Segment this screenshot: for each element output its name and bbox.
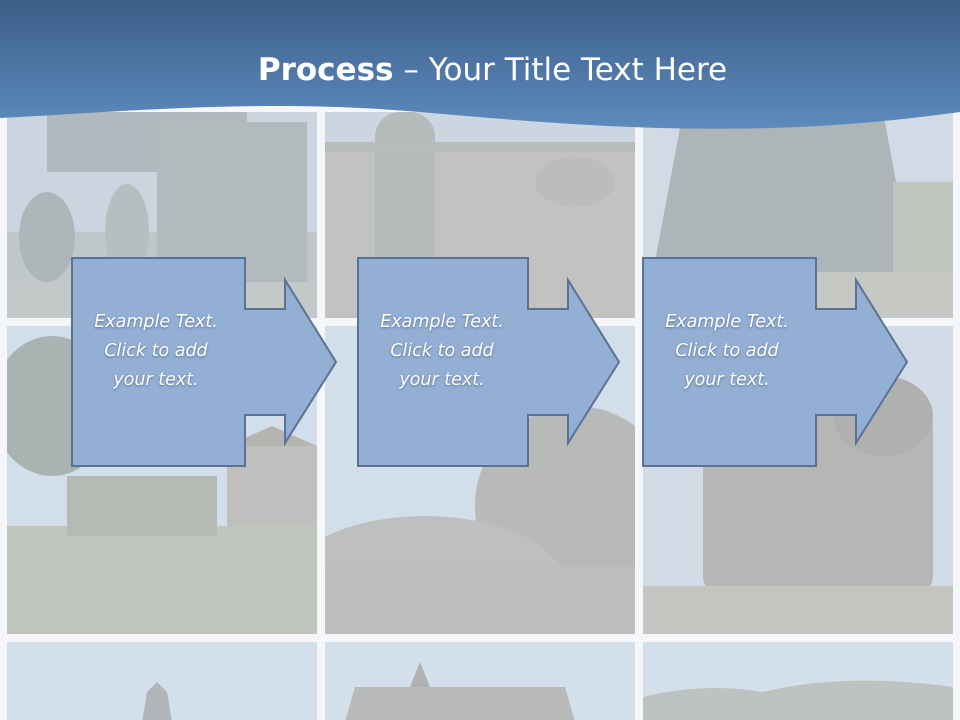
photo-hills bbox=[643, 642, 953, 720]
process-step-3[interactable]: Example Text. Click to add your text. bbox=[641, 256, 911, 468]
step-text: Example Text. Click to add your text. bbox=[380, 312, 504, 390]
photo-bell-tower bbox=[7, 642, 317, 720]
process-step-1[interactable]: Example Text. Click to add your text. bbox=[70, 256, 340, 468]
arrow-right-shape bbox=[357, 257, 621, 467]
step-text: Example Text. Click to add your text. bbox=[665, 312, 789, 390]
arrow-right-shape bbox=[642, 257, 909, 467]
header-banner: Process – Your Title Text Here bbox=[0, 0, 960, 140]
slide-title-bold: Process bbox=[257, 52, 394, 88]
step-text: Example Text. Click to add your text. bbox=[94, 312, 218, 390]
slide-title-rest: – Your Title Text Here bbox=[393, 52, 728, 88]
slide-title[interactable]: Process – Your Title Text Here bbox=[0, 52, 960, 88]
arrow-right-shape bbox=[71, 257, 338, 467]
process-step-2[interactable]: Example Text. Click to add your text. bbox=[356, 256, 626, 468]
photo-chapel bbox=[325, 642, 635, 720]
